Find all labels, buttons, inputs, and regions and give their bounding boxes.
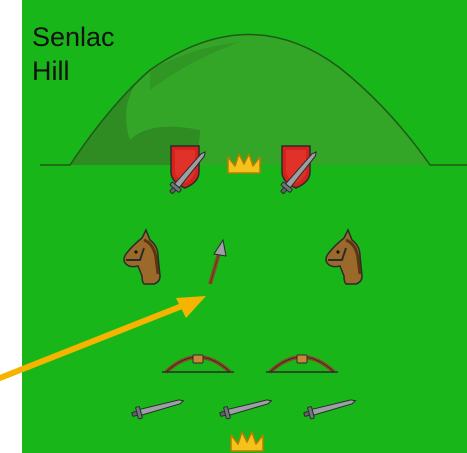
- hill-label-line1: Senlac: [32, 20, 162, 54]
- hill-label-line2: Hill: [32, 54, 162, 88]
- hill-label: Senlac Hill: [32, 20, 162, 88]
